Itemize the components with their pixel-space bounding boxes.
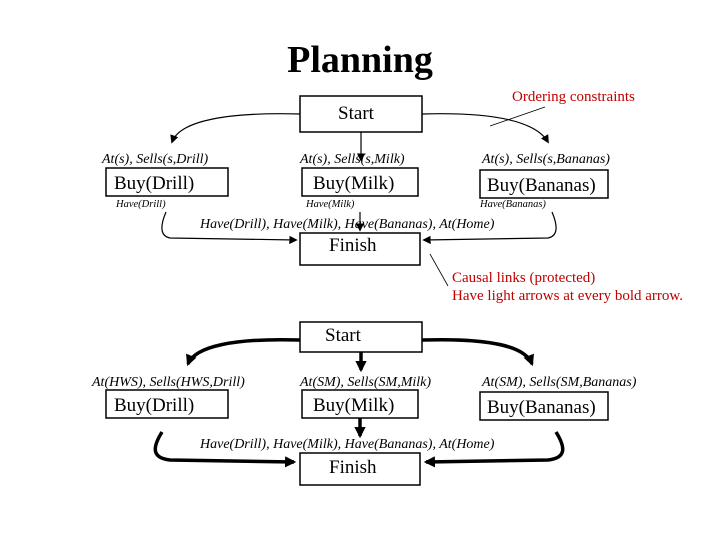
bottom-buy-bananas-box [479,391,609,421]
bottom-buy-bananas-label: Buy(Bananas) [487,397,596,418]
top-buy-drill-box [105,167,229,197]
bottom-finish-box [299,452,421,486]
bottom-buy-drill-box [105,389,229,419]
top-order-arrow-right [421,113,549,144]
bottom-precond-bananas: At(SM), Sells(SM,Bananas) [481,375,637,390]
top-effect-drill: Have(Drill) [115,199,166,210]
top-buy-milk-label: Buy(Milk) [313,173,394,194]
bottom-precond-drill: At(HWS), Sells(HWS,Drill) [91,375,245,390]
ordering-note-pointer [489,106,546,127]
bottom-causal-arrow-left [153,431,297,468]
causal-note-pointer [429,253,449,287]
top-effect-bananas: Have(Bananas) [479,199,546,210]
bottom-plan: Start At(HWS), Sells(HWS,Drill) At(SM), … [91,321,637,486]
bottom-finish-label: Finish [329,457,377,478]
bottom-order-arrow-right [421,337,534,367]
top-finish-box [299,232,421,266]
top-order-arrow-left [170,113,301,144]
top-start-label: Start [338,103,375,124]
top-causal-arrow-right [422,211,557,245]
top-precond-drill: At(s), Sells(s,Drill) [101,152,208,167]
causal-links-note-2: Have light arrows at every bold arrow. [452,288,683,304]
causal-links-note: Causal links (protected) [452,270,595,286]
bottom-buy-drill-label: Buy(Drill) [114,395,194,416]
bottom-start-box [299,321,423,353]
bottom-buy-milk-box [301,389,419,419]
top-buy-drill-label: Buy(Drill) [114,173,194,194]
top-buy-bananas-box [479,169,609,199]
bottom-start-label: Start [325,325,362,346]
top-finish-label: Finish [329,235,377,256]
ordering-constraints-note: Ordering constraints [512,89,635,105]
bottom-order-arrow-left [186,337,301,367]
top-effect-milk: Have(Milk) [305,199,355,210]
top-buy-bananas-label: Buy(Bananas) [487,175,596,196]
bottom-buy-milk-label: Buy(Milk) [313,395,394,416]
top-buy-milk-box [301,167,419,197]
top-goal-conditions: Have(Drill), Have(Milk), Have(Bananas), … [199,217,495,232]
top-precond-milk: At(s), Sells(s,Milk) [299,152,405,167]
bottom-causal-arrow-right [423,431,565,468]
bottom-precond-milk: At(SM), Sells(SM,Milk) [299,375,431,390]
top-precond-bananas: At(s), Sells(s,Bananas) [481,152,610,167]
page-title: Planning [287,39,433,81]
top-causal-arrow-left [161,211,298,245]
bottom-goal-conditions: Have(Drill), Have(Milk), Have(Bananas), … [199,437,495,452]
top-plan: Start At(s), Sells(s,Drill) At(s), Sells… [101,95,610,266]
